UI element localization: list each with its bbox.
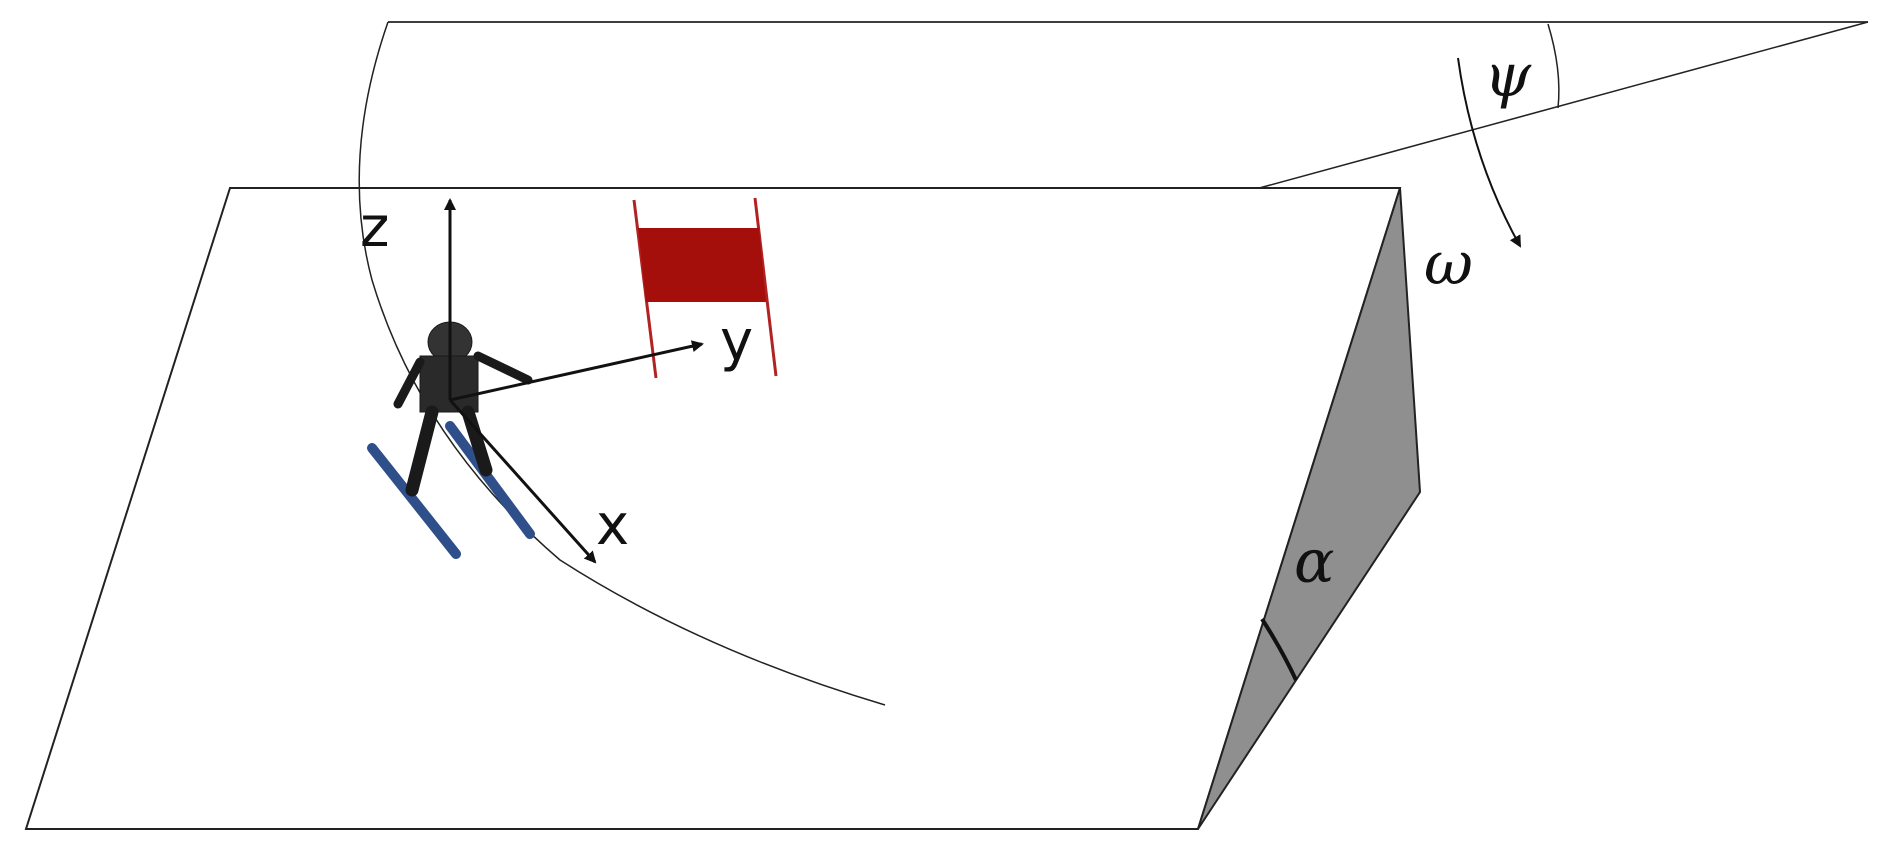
slope-side-face <box>1197 187 1422 830</box>
gate-flag <box>638 228 766 302</box>
y-axis-arrow <box>449 340 704 402</box>
omega-label: ω <box>1424 229 1473 299</box>
robot-left-arm <box>393 357 425 409</box>
x-axis-arrow <box>448 398 597 564</box>
robot-left-leg <box>405 405 439 497</box>
x-axis-label: x <box>596 493 629 558</box>
psi-label: ψ <box>1484 41 1532 111</box>
alpha-label: α <box>1294 527 1335 597</box>
ski-left <box>367 443 461 559</box>
omega-rotation-arrow <box>1457 57 1521 248</box>
slalom-gate <box>632 197 778 379</box>
gate-pole-right <box>753 197 778 377</box>
robot-right-arm <box>473 351 533 385</box>
skier-trajectory <box>358 21 886 706</box>
y-axis-label: y <box>720 309 753 374</box>
psi-angle-arc <box>1547 23 1560 109</box>
alpha-angle-arc <box>1260 617 1298 681</box>
ski-right <box>445 421 535 539</box>
z-axis-label: z <box>360 195 389 260</box>
